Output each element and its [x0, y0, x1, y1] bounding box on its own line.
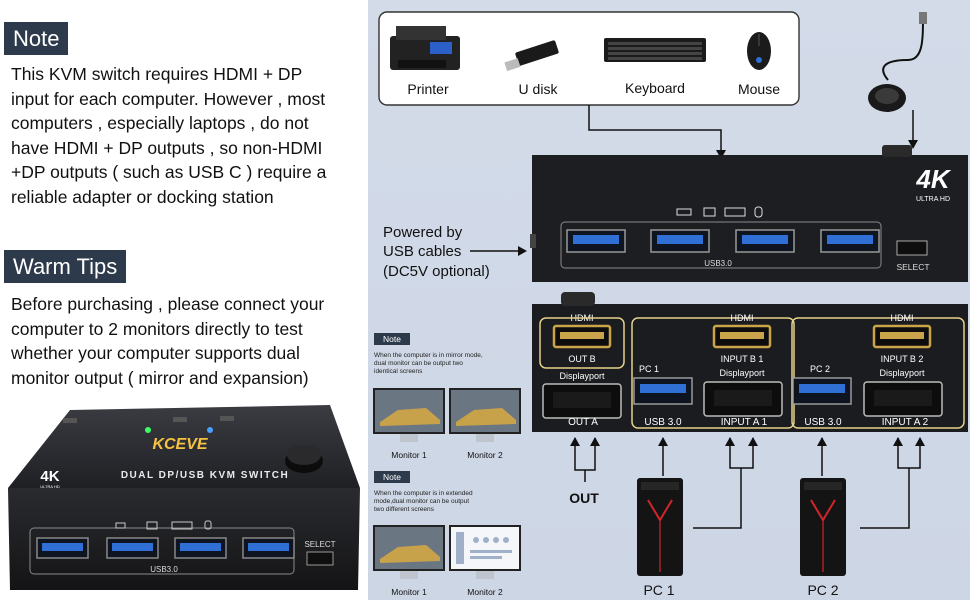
pc1-caption: PC 1 [643, 582, 674, 598]
product-4k-badge: 4K [40, 468, 59, 485]
displayport-label: Displayport [719, 368, 765, 378]
usb-symbol-icon [115, 522, 126, 529]
displayport-label: Displayport [559, 371, 605, 381]
warm-tips-tag: Warm Tips [4, 250, 127, 283]
displayport-label: Displayport [879, 368, 925, 378]
pc1-label: PC 1 [639, 364, 659, 374]
product-ultrahd: ULTRA HD [40, 484, 60, 489]
extended-monitor-1-label: Monitor 1 [391, 587, 427, 597]
select-port-icon [306, 551, 334, 566]
mirror-note-line: dual monitor can be output two [374, 360, 463, 367]
pc2-tower-icon [800, 478, 846, 576]
input-b2-label: INPUT B 2 [881, 354, 924, 364]
peripheral-label-mouse: Mouse [738, 81, 780, 97]
product-select-label: SELECT [304, 540, 335, 549]
note-line: +DP outputs ( such as USB C ) require a [11, 162, 327, 182]
note-line: input for each computer. However , most [11, 88, 326, 109]
peripheral-label-printer: Printer [407, 81, 449, 97]
out-b-label: OUT B [568, 354, 595, 364]
keyboard-icon [604, 38, 706, 62]
warm-tips-line: monitor output ( mirror and expansion) [11, 367, 309, 388]
out-a-label: OUT A [568, 417, 598, 428]
note-text: This KVM switch requires HDMI + DP input… [11, 62, 326, 209]
input-b1-label: INPUT B 1 [721, 354, 764, 364]
usb-drive-icon [504, 40, 559, 72]
front-usb-symbol-icon [676, 208, 692, 216]
mirror-note-line: identical screens [374, 368, 423, 375]
power-line: Powered by [383, 224, 463, 241]
mirror-note-tag: Note [383, 334, 401, 344]
pc1-tower-icon [637, 478, 683, 576]
warm-tips-text: Before purchasing , please connect your … [11, 292, 324, 390]
peripheral-label-udisk: U disk [519, 81, 559, 97]
front-mouse-icon [754, 206, 763, 218]
mirror-note-card: Note When the computer is in mirror mode… [373, 333, 521, 460]
usb30-label: USB 3.0 [804, 417, 842, 428]
led-blue-icon [207, 427, 213, 433]
front-keyboard-icon [724, 207, 746, 217]
front-panel-device [532, 155, 968, 282]
mirror-note-line: When the computer is in mirror mode, [374, 352, 483, 359]
keyboard-small-icon [171, 521, 193, 530]
led-green-icon [145, 427, 151, 433]
mirror-monitor-1-label: Monitor 1 [391, 450, 427, 460]
note-line: reliable adapter or docking station [11, 186, 274, 207]
power-line: (DC5V optional) [383, 263, 490, 280]
front-usb-label: USB3.0 [704, 259, 732, 268]
extended-note-line: two different screens [374, 506, 435, 513]
front-ultrahd: ULTRA HD [916, 196, 950, 203]
brand-logo: KCEVE [152, 436, 208, 453]
extended-note-card: Note When the computer is in extended mo… [373, 471, 521, 597]
printer-small-icon [146, 521, 158, 530]
extended-note-tag: Note [383, 472, 401, 482]
extended-monitor-2-label: Monitor 2 [467, 587, 503, 597]
front-usb-ports [566, 229, 880, 253]
extended-note-line: When the computer is in extended [374, 490, 473, 497]
left-info-panel: Note This KVM switch requires HDMI + DP … [0, 0, 368, 600]
mirror-monitor-2-label: Monitor 2 [467, 450, 503, 460]
warm-tips-line: whether your computer supports dual [11, 343, 300, 363]
right-diagram-panel: Printer U disk Keyboard Mouse [368, 0, 970, 600]
extended-note-line: mode,dual monitor can be output [374, 498, 469, 505]
input-a1-label: INPUT A 1 [721, 417, 768, 428]
mouse-small-icon [204, 520, 212, 530]
front-4k-badge: 4K [915, 164, 951, 194]
hdmi-label: HDMI [731, 313, 754, 323]
warm-tips-line: computer to 2 monitors directly to test [11, 318, 303, 339]
note-line: This KVM switch requires HDMI + DP [11, 64, 303, 84]
hdmi-label: HDMI [891, 313, 914, 323]
pc2-caption: PC 2 [807, 582, 838, 598]
note-tag: Note [4, 22, 69, 55]
out-label: OUT [569, 490, 599, 506]
peripheral-label-keyboard: Keyboard [625, 80, 685, 96]
usb-ports [36, 537, 295, 559]
warm-tips-line: Before purchasing , please connect your [11, 294, 325, 314]
front-select-port-icon [896, 240, 928, 256]
power-line: USB cables [383, 243, 461, 260]
kvm-product-photo: KCEVE 4K ULTRA HD DUAL DP/USB KVM SWITCH… [8, 405, 360, 590]
device-top-face [8, 405, 360, 488]
note-line: computers , especially laptops , do not [11, 113, 309, 133]
printer-icon [390, 26, 460, 70]
note-line: have HDMI + DP outputs , so non-HDMI [11, 137, 323, 158]
connection-diagram: Printer U disk Keyboard Mouse [373, 11, 968, 598]
input-a2-label: INPUT A 2 [882, 417, 929, 428]
usb30-label: USB 3.0 [644, 417, 682, 428]
mouse-icon [747, 32, 771, 70]
pc2-label: PC 2 [810, 364, 830, 374]
front-printer-icon [703, 207, 716, 217]
product-usb-label: USB3.0 [150, 565, 178, 574]
front-select-label: SELECT [896, 262, 929, 272]
product-model-text: DUAL DP/USB KVM SWITCH [121, 470, 289, 481]
